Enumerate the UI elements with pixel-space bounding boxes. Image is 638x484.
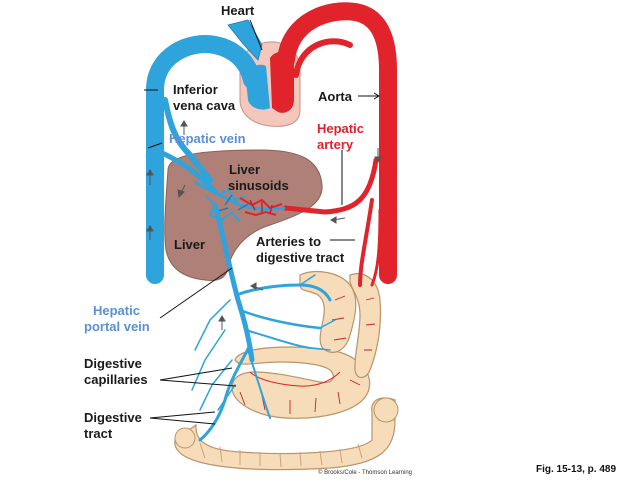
label-liver-sinusoids-line2: sinusoids: [228, 178, 289, 193]
aorta: [277, 2, 397, 287]
label-aorta: Aorta: [318, 89, 352, 104]
label-liver: Liver: [174, 237, 206, 252]
label-inferior-vena-cava-line1: Inferior: [173, 82, 218, 97]
copyright-notice: © Brooks/Cole - Thomson Learning: [318, 470, 413, 476]
label-hepatic-portal-vein-line1: Hepatic: [93, 303, 140, 318]
label-hepatic-artery-line1: Hepatic: [317, 121, 364, 136]
label-arteries-to-digestive-line1: Arteries to: [256, 234, 322, 249]
label-digestive-tract-line1: Digestive: [84, 410, 142, 425]
label-heart: Heart: [221, 3, 255, 18]
label-inferior-vena-cava-line2: vena cava: [173, 98, 236, 113]
flow-arrows: [146, 120, 382, 330]
label-arteries-to-digestive-line2: digestive tract: [256, 250, 345, 265]
label-digestive-tract-line2: tract: [84, 426, 113, 441]
label-digestive-capillaries-line1: Digestive: [84, 356, 142, 371]
leader-lines: [144, 19, 380, 425]
label-liver-sinusoids-line1: Liver: [229, 162, 261, 177]
figure-reference: Fig. 15-13, p. 489: [536, 464, 617, 475]
small-intestine: [231, 271, 382, 419]
hepatic-portal-vein: [191, 202, 336, 442]
label-hepatic-artery-line2: artery: [317, 137, 354, 152]
label-hepatic-vein: Hepatic vein: [169, 131, 246, 146]
label-hepatic-portal-vein-line2: portal vein: [84, 319, 150, 334]
label-digestive-capillaries-line2: capillaries: [84, 372, 148, 387]
large-intestine: [174, 397, 399, 471]
